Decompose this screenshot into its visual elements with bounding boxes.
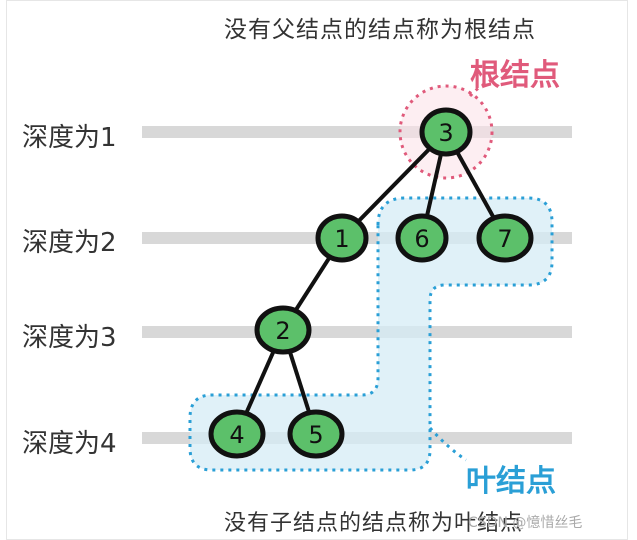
node-label-1: 1 — [334, 225, 349, 253]
node-label-6: 6 — [414, 225, 429, 253]
leaf-node-label: 叶结点 — [466, 464, 556, 499]
tree-node-6: 6 — [395, 213, 449, 263]
leaf-definition-caption: 没有子结点的结点称为叶结点 — [224, 511, 524, 536]
node-label-4: 4 — [229, 421, 244, 449]
root-node-label: 根结点 — [470, 58, 560, 93]
level-bar-1 — [142, 126, 572, 138]
leaf-label-connector — [428, 426, 467, 462]
depth-label-1: 深度为1 — [22, 123, 117, 153]
tree-node-2: 2 — [254, 305, 312, 355]
tree-node-3: 3 — [419, 107, 473, 157]
tree-node-5: 5 — [287, 409, 345, 459]
depth-label-3: 深度为3 — [22, 323, 117, 353]
depth-label-2: 深度为2 — [22, 228, 117, 258]
leaf-region-highlight — [188, 196, 554, 472]
node-label-5: 5 — [308, 421, 323, 449]
node-label-3: 3 — [438, 119, 453, 147]
depth-label-4: 深度为4 — [22, 429, 117, 459]
tree-node-1: 1 — [315, 213, 369, 263]
root-label-connector — [468, 78, 493, 98]
node-label-7: 7 — [497, 225, 512, 253]
node-label-2: 2 — [275, 317, 290, 345]
tree-node-7: 7 — [476, 213, 534, 263]
root-definition-caption: 没有父结点的结点称为根结点 — [224, 17, 536, 43]
tree-node-4: 4 — [208, 409, 266, 459]
watermark: CSDN @憶惜丝毛 — [468, 515, 583, 531]
level-bar-3 — [142, 326, 572, 338]
